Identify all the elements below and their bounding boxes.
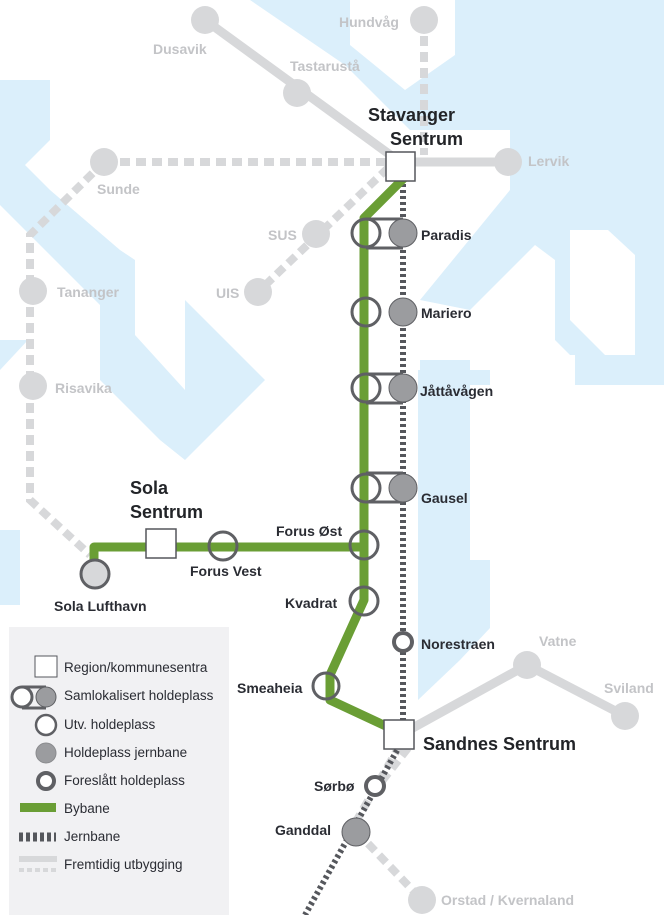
sandnes-label: Sandnes Sentrum [423, 734, 576, 754]
stop-paradis-label: Paradis [421, 227, 472, 243]
future-sviland-label: Sviland [604, 680, 654, 696]
future-hundvag-label: Hundvåg [339, 14, 399, 30]
future-risavika-label: Risavika [55, 380, 112, 396]
stop-jattavagen-marker[interactable] [350, 372, 418, 405]
sola-label-line2: Sentrum [130, 502, 203, 522]
stop-kvadrat-marker[interactable] [348, 585, 380, 617]
stop-sola-lufthavn-marker[interactable] [79, 558, 111, 590]
stop-gausel-label: Gausel [421, 490, 468, 506]
legend-label-future: Fremtidig utbygging [64, 857, 183, 872]
future-sunde-label: Sunde [97, 181, 140, 197]
legend-square-icon [34, 655, 58, 678]
stop-sorbo-label: Sørbø [314, 778, 355, 794]
legend-open-circle-icon [34, 713, 58, 737]
stop-mariero-label: Mariero [421, 305, 472, 321]
legend-label-jernbane-stop: Holdeplass jernbane [64, 745, 187, 760]
stop-sorbo-marker[interactable] [364, 775, 386, 797]
stop-norestraen-marker[interactable] [392, 631, 414, 653]
future-vatne-label: Vatne [539, 633, 577, 649]
future-orstad-label: Orstad / Kvernaland [441, 892, 574, 908]
stop-gausel-marker[interactable] [350, 471, 418, 504]
future-tastarusta-label: Tastarustå [290, 58, 360, 74]
legend-filled-circle-icon [35, 742, 57, 764]
future-stops [19, 6, 639, 914]
stop-norestraen-label: Norestraen [421, 636, 495, 652]
future-dusavik-label: Dusavik [153, 41, 207, 57]
stop-jattavagen-label: Jåttåvågen [420, 383, 493, 399]
stop-smeaheia-label: Smeaheia [237, 680, 303, 696]
future-lervik-label: Lervik [528, 153, 569, 169]
legend-proposed-circle-icon [36, 771, 56, 791]
legend-bybane-icon [20, 803, 56, 812]
stop-forus-vest-label: Forus Vest [190, 563, 262, 579]
stop-kvadrat-label: Kvadrat [285, 595, 337, 611]
legend-colocated-icon [10, 685, 57, 710]
stop-forus-ost-marker[interactable] [348, 529, 380, 561]
legend-label-jernbane: Jernbane [64, 829, 120, 844]
sandnes-sentrum-square[interactable] [383, 719, 415, 750]
bybane-stops [207, 529, 414, 797]
legend-future-icon [19, 856, 57, 872]
future-tananger-label: Tananger [57, 284, 120, 300]
legend: Region/kommunesentra Samlokalisert holde… [9, 627, 229, 915]
legend-label-proposed: Foreslått holdeplass [64, 773, 185, 788]
stop-smeaheia-marker[interactable] [311, 671, 341, 701]
sola-label-line1: Sola [130, 478, 169, 498]
legend-label-bybane: Bybane [64, 801, 110, 816]
land-areas [350, 0, 664, 560]
stop-ganddal-marker[interactable] [341, 817, 371, 847]
stop-mariero-marker[interactable] [350, 296, 418, 328]
legend-label-colocated: Samlokalisert holdeplass [64, 688, 214, 703]
stop-forus-ost-label: Forus Øst [276, 523, 342, 539]
stop-ganddal-label: Ganddal [275, 822, 331, 838]
colocated-stops [350, 217, 418, 504]
stavanger-label-line2: Sentrum [390, 129, 463, 149]
future-uis-label: UIS [216, 285, 239, 301]
stop-forus-vest-marker[interactable] [207, 530, 239, 562]
sola-sentrum-square[interactable] [145, 528, 177, 559]
legend-label-utv: Utv. holdeplass [64, 717, 156, 732]
future-sus-label: SUS [268, 227, 297, 243]
stavanger-label-line1: Stavanger [368, 105, 455, 125]
legend-label-region: Region/kommunesentra [64, 660, 208, 675]
stop-sola-lufthavn-label: Sola Lufthavn [54, 598, 147, 614]
stop-paradis-marker[interactable] [350, 217, 418, 250]
stavanger-sentrum-square[interactable] [385, 151, 416, 182]
